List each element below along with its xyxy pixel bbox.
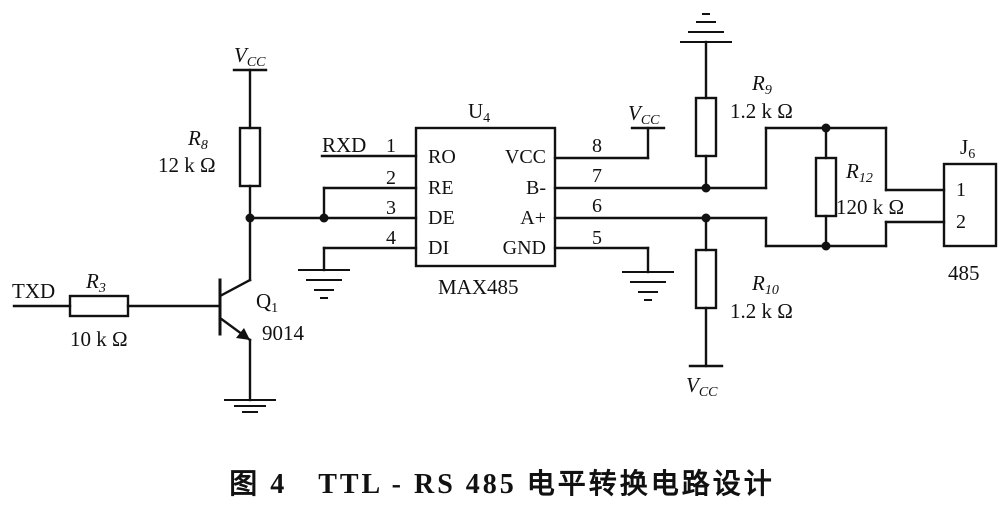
- r10-value: 1.2 k Ω: [730, 299, 793, 323]
- resistor-r10-symbol: [694, 248, 718, 310]
- figure-caption: 图 4 TTL - RS 485 电平转换电路设计: [229, 469, 775, 500]
- r8-designator: R8: [187, 126, 208, 153]
- chip-pin-number: 6: [592, 195, 602, 217]
- r9-value: 1.2 k Ω: [730, 99, 793, 123]
- chip-pin-name: RO: [428, 146, 456, 168]
- transistor-q1-symbol: [218, 278, 252, 342]
- vcc-label: VCC: [234, 43, 266, 70]
- resistor-r9-symbol: [694, 96, 718, 158]
- ground-symbol: [680, 13, 732, 43]
- chip-pin-name: B-: [526, 177, 546, 199]
- r8-value: 12 k Ω: [158, 153, 216, 177]
- signal-txd-label: TXD: [12, 279, 55, 303]
- u4-part-number: MAX485: [438, 275, 519, 299]
- chip-pin-number: 2: [386, 167, 396, 189]
- r3-designator: R3: [85, 269, 106, 296]
- max485-chip-body: [414, 126, 557, 268]
- j6-pin-2: 2: [956, 211, 966, 233]
- signal-rxd-label: RXD: [322, 133, 366, 157]
- resistor-r12-symbol: [814, 156, 838, 218]
- chip-pin-number: 7: [592, 165, 602, 187]
- chip-pin-number: 1: [386, 135, 396, 157]
- r3-value: 10 k Ω: [70, 327, 128, 351]
- j6-designator: J6: [960, 135, 975, 162]
- vcc-label: VCC: [628, 101, 660, 128]
- chip-pin-name: A+: [520, 207, 546, 229]
- chip-pin-name: GND: [503, 237, 546, 259]
- ground-symbol: [224, 399, 276, 413]
- resistor-r3-symbol: [68, 294, 130, 318]
- resistor-r8-symbol: [238, 126, 262, 188]
- vcc-label: VCC: [686, 373, 718, 400]
- ground-symbol: [622, 271, 674, 301]
- r12-value: 120 k Ω: [836, 195, 904, 219]
- junction-dots: [245, 123, 831, 251]
- j6-part-label: 485: [948, 261, 980, 285]
- chip-pin-number: 3: [386, 197, 396, 219]
- ground-symbol: [298, 269, 350, 299]
- q1-part-number: 9014: [262, 321, 305, 345]
- chip-pin-number: 8: [592, 135, 602, 157]
- j6-pin-1: 1: [956, 179, 966, 201]
- chip-pin-name: DE: [428, 207, 455, 229]
- r10-designator: R10: [751, 271, 779, 298]
- u4-designator: U4: [468, 99, 490, 126]
- wires: [12, 40, 946, 402]
- circuit-schematic: TXD RXD VCC VCC VCC R3 10 k Ω R8 12 k Ω …: [12, 13, 998, 413]
- chip-pin-name: DI: [428, 237, 449, 259]
- connector-j6-body: [942, 162, 998, 248]
- q1-designator: Q1: [256, 289, 278, 316]
- chip-pin-number: 5: [592, 227, 602, 249]
- chip-pin-number: 4: [386, 227, 396, 249]
- chip-pin-name: VCC: [505, 146, 546, 168]
- r9-designator: R9: [751, 71, 772, 98]
- chip-pin-name: RE: [428, 177, 454, 199]
- r12-designator: R12: [845, 159, 873, 186]
